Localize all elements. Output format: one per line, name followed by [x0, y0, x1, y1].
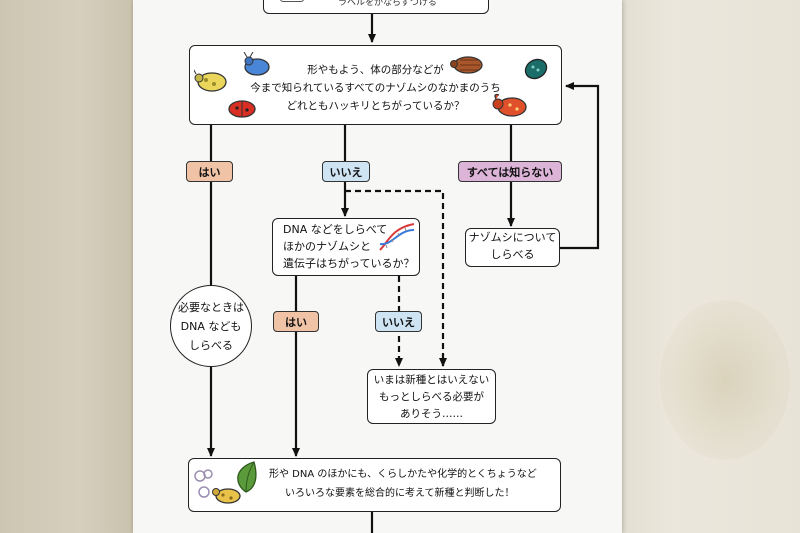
- note-line-3: しらべる: [189, 338, 233, 352]
- dna-question-line-3: 遺伝子はちがっているか？: [283, 257, 415, 270]
- note-circle-text: 必要なときは DNA なども しらべる: [178, 298, 244, 355]
- answer-unknown-tag: すべては知らない: [458, 161, 562, 182]
- beetle-icon: [243, 52, 270, 76]
- dna-question-box: DNA などをしらべて ほかのナゾムシと 遺伝子はちがっているか？: [272, 218, 420, 276]
- beetle-icon: [492, 93, 527, 117]
- final-line-1: 形や DNA のほかにも、くらしかたや化学的とくちょうなど: [269, 469, 537, 480]
- note-line-2: DNA なども: [180, 319, 242, 333]
- uncertain-line-3: ありそう……: [400, 408, 463, 420]
- answer-yes-tag: はい: [186, 161, 233, 182]
- investigate-line-2: しらべる: [490, 248, 535, 261]
- dna-question-line-2: ほかのナゾムシと: [283, 240, 371, 253]
- note-circle: 必要なときは DNA なども しらべる: [170, 285, 252, 367]
- dna-helix-icon: [379, 223, 415, 251]
- note-line-1: 必要なときは: [178, 300, 244, 314]
- beetle-icon: [228, 100, 256, 118]
- beetle-icon: [524, 58, 548, 80]
- wall-stain: [660, 300, 790, 460]
- wall-left: [0, 0, 133, 533]
- dna-question-line-1: DNA などをしらべて: [283, 223, 388, 236]
- question-line-3: どれともハッキリとちがっているか？: [286, 100, 465, 112]
- final-line-2: いろいろな要素を総合的に考えて新種と判断した！: [285, 488, 515, 499]
- uncertain-line-1: いまは新種とはいえない: [373, 374, 490, 386]
- beetle-icon: [194, 469, 241, 504]
- leaf-icon: [237, 461, 257, 493]
- question-line-1: 形やもよう、体の部分などが: [307, 64, 444, 76]
- beetle-icon: [450, 56, 483, 74]
- question-line-2: 今まで知られているすべてのナゾムシのなかまのうち: [250, 82, 501, 94]
- dna-yes-tag: はい: [273, 311, 319, 332]
- label-box: ラベルをかならずつける: [263, 0, 489, 14]
- wall-right: [622, 0, 800, 533]
- dna-no-tag: いいえ: [375, 311, 422, 332]
- uncertain-box: いまは新種とはいえない もっとしらべる必要が ありそう……: [367, 369, 496, 424]
- label-box-icon: [280, 0, 304, 2]
- investigate-box: ナゾムシについて しらべる: [465, 228, 560, 267]
- uncertain-line-2: もっとしらべる必要が: [379, 391, 484, 403]
- investigate-line-1: ナゾムシについて: [468, 231, 557, 244]
- label-box-text: ラベルをかならずつける: [338, 0, 437, 8]
- answer-no-tag: いいえ: [322, 161, 370, 182]
- beetle-icon: [194, 69, 227, 92]
